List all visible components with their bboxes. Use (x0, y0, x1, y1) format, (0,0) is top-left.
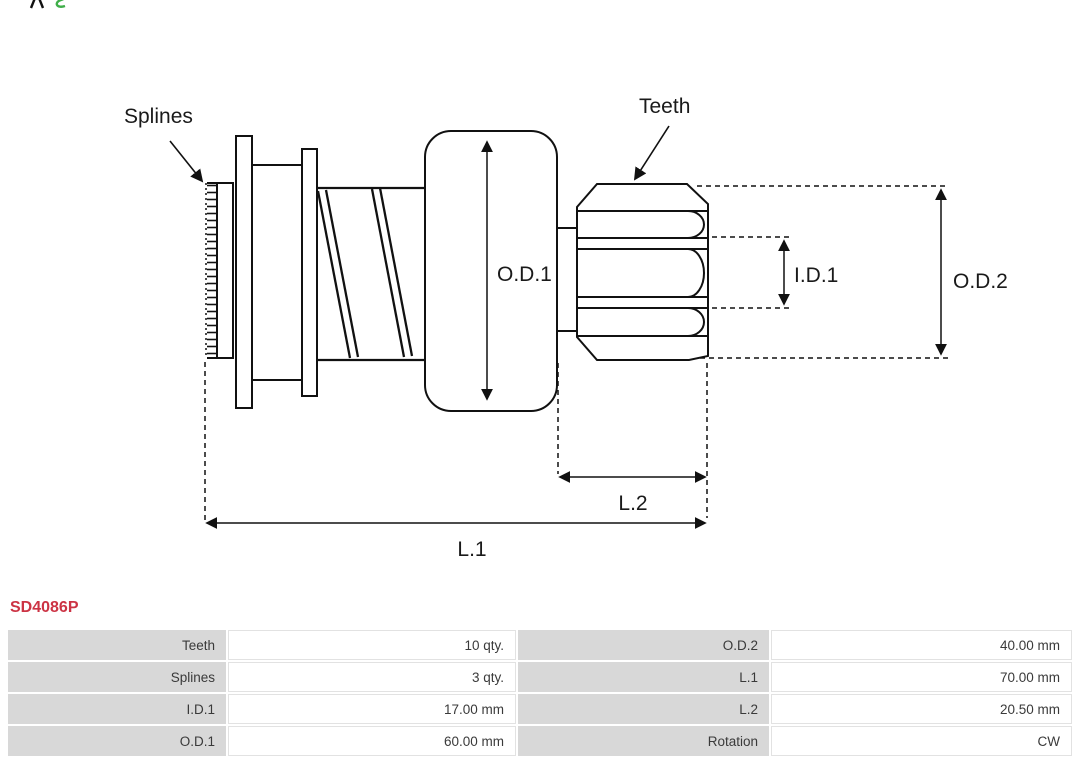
splines-label: Splines (124, 105, 193, 128)
flange-disc-1 (235, 135, 253, 409)
splines-arrow (169, 140, 204, 183)
teeth-label: Teeth (639, 95, 690, 118)
dimension-id1: I.D.1 (712, 236, 838, 309)
brand-logo (28, 0, 74, 10)
pinion-gear (576, 183, 709, 361)
l1-label: L.1 (457, 538, 486, 561)
spec-label-cell: L.2 (518, 694, 769, 724)
spring (316, 186, 425, 362)
technical-drawing: Splines Teeth (124, 95, 1008, 561)
neck (557, 227, 577, 332)
starter-drive-body (205, 130, 709, 412)
spec-value-cell: CW (771, 726, 1072, 756)
spec-value-cell: 10 qty. (228, 630, 516, 660)
splined-shaft (205, 182, 234, 359)
spec-value-cell: 70.00 mm (771, 662, 1072, 692)
spec-label-cell: O.D.2 (518, 630, 769, 660)
as-pl-logo-icon (29, 0, 66, 9)
od2-label: O.D.2 (953, 270, 1008, 293)
spec-label-cell: Teeth (8, 630, 226, 660)
spec-value-cell: 20.50 mm (771, 694, 1072, 724)
id1-label: I.D.1 (794, 264, 838, 287)
starter-drive-drawing-svg: Splines Teeth (124, 95, 1008, 561)
spec-label-cell: L.1 (518, 662, 769, 692)
dimension-l1: L.1 (204, 362, 707, 561)
spec-value-cell: 40.00 mm (771, 630, 1072, 660)
spec-label-cell: Rotation (518, 726, 769, 756)
spec-value-cell: 17.00 mm (228, 694, 516, 724)
spec-label-cell: O.D.1 (8, 726, 226, 756)
flange-disc-2 (301, 148, 318, 397)
spec-value-cell: 60.00 mm (228, 726, 516, 756)
od1-label: O.D.1 (497, 263, 552, 286)
teeth-arrow (633, 125, 670, 181)
hub (251, 164, 303, 381)
l2-label: L.2 (618, 492, 647, 515)
splines-callout: Splines (124, 105, 204, 183)
part-number: SD4086P (10, 599, 79, 616)
spec-label-cell: Splines (8, 662, 226, 692)
dimension-l2: L.2 (557, 363, 708, 518)
dimension-od1: O.D.1 (481, 140, 552, 401)
spec-table: Teeth 10 qty. O.D.2 40.00 mm Splines 3 q… (8, 630, 1072, 756)
spec-label-cell: I.D.1 (8, 694, 226, 724)
spec-value-cell: 3 qty. (228, 662, 516, 692)
teeth-callout: Teeth (633, 95, 690, 181)
dimension-od2: O.D.2 (697, 185, 1008, 359)
